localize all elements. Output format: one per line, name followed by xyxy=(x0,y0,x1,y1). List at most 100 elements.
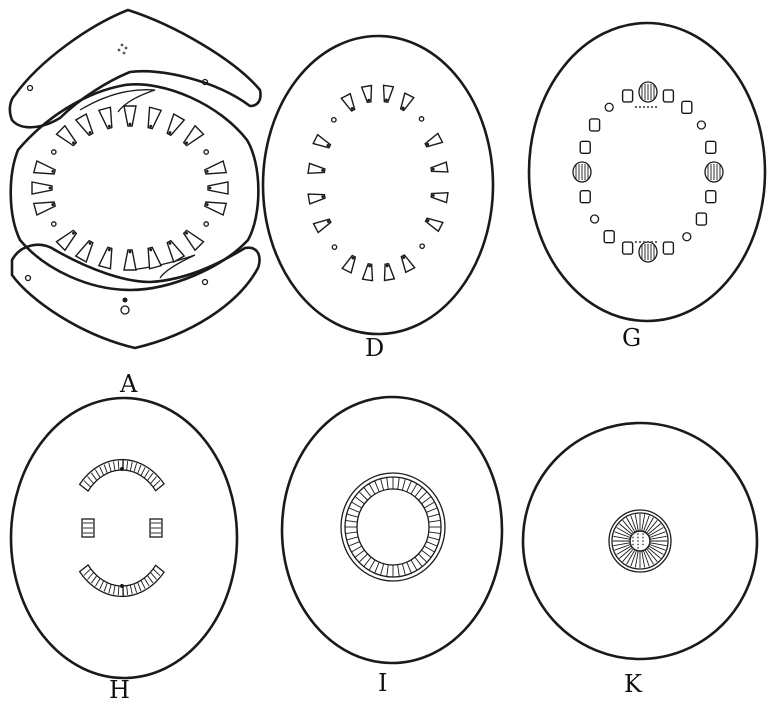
xylem-dot xyxy=(89,131,92,134)
stipple-dot xyxy=(643,106,645,108)
panel-g-vascular-ring xyxy=(573,82,723,262)
small-bundle xyxy=(204,150,208,154)
xylem-dot xyxy=(352,257,355,260)
small-bundle xyxy=(204,222,208,226)
small-bundle xyxy=(420,244,424,248)
stipple-dot xyxy=(632,544,634,546)
panel-a-dot xyxy=(118,49,121,52)
panel-d-outline xyxy=(263,36,493,334)
small-bundle xyxy=(419,117,423,121)
xylem-dot xyxy=(129,123,132,126)
stipple-dot xyxy=(642,537,644,539)
panel-d: D xyxy=(263,36,493,362)
panel-a-dot xyxy=(125,47,128,50)
panel-h: H xyxy=(11,398,237,703)
vascular-bundle xyxy=(590,119,600,131)
small-bundle xyxy=(52,150,56,154)
xylem-dot xyxy=(72,232,75,235)
stipple-dot xyxy=(632,540,634,542)
stipple-dot xyxy=(639,106,641,108)
panel-d-label: D xyxy=(365,334,384,362)
xylem-dot xyxy=(368,265,371,268)
stipple-dot xyxy=(642,544,644,546)
stipple-dot xyxy=(635,106,637,108)
panel-h-outline xyxy=(11,398,237,678)
stipple-dot xyxy=(642,533,644,535)
xylem-dot xyxy=(432,168,435,171)
stipple-dot xyxy=(647,106,649,108)
panel-a-label: A xyxy=(119,370,138,398)
xylem-dot xyxy=(426,143,429,146)
stipple-dot xyxy=(637,537,639,539)
vascular-bundle xyxy=(663,242,673,254)
vascular-bundle xyxy=(123,460,164,491)
xylem-dot xyxy=(169,242,172,245)
xylem-dot xyxy=(209,187,212,190)
panel-i: I xyxy=(282,397,502,697)
xylem-dot xyxy=(327,144,330,147)
stipple-dot xyxy=(637,533,639,535)
panel-a-dot xyxy=(203,280,208,285)
vascular-bundle xyxy=(80,565,124,596)
xylem-dot xyxy=(89,242,92,245)
stipple-dot xyxy=(651,241,653,243)
panel-a-dot xyxy=(123,52,126,55)
stipple-dot xyxy=(632,537,634,539)
vascular-bundle xyxy=(682,101,692,113)
stipple-dot xyxy=(651,106,653,108)
vascular-bundle xyxy=(80,460,124,491)
xylem-dot xyxy=(427,219,430,222)
xylem-dot xyxy=(149,125,152,128)
stipple-dot xyxy=(647,241,649,243)
panel-g-outline xyxy=(529,23,765,321)
stipple-dot xyxy=(655,106,657,108)
xylem-dot xyxy=(129,251,132,254)
xylem-dot xyxy=(108,125,111,128)
vascular-bundle xyxy=(623,90,633,102)
xylem-dot xyxy=(206,203,209,206)
panel-a: A xyxy=(10,10,261,398)
xylem-dot xyxy=(327,220,330,223)
stipple-dot xyxy=(637,540,639,542)
xylem-dot xyxy=(51,203,54,206)
stipple-dot xyxy=(655,241,657,243)
stipple-dot xyxy=(637,544,639,546)
panel-i-vascular-ring xyxy=(341,473,445,581)
vascular-bundle xyxy=(123,565,164,596)
stipple-dot xyxy=(632,533,634,535)
xylem-dot xyxy=(169,131,172,134)
stipple-dot xyxy=(643,241,645,243)
panel-a-dot xyxy=(121,306,129,314)
stipple-dot xyxy=(635,241,637,243)
panel-a-dot xyxy=(28,86,33,91)
xylem-dot xyxy=(72,141,75,144)
panel-h-label: H xyxy=(109,676,130,703)
xylem-dot xyxy=(185,141,188,144)
xylem-dot xyxy=(321,169,324,172)
stipple-dot xyxy=(639,241,641,243)
small-bundle xyxy=(332,245,336,249)
panel-d-vascular-ring xyxy=(308,85,448,280)
xylem-dot xyxy=(49,187,52,190)
small-bundle xyxy=(52,222,56,226)
vascular-bundle xyxy=(623,242,633,254)
small-bundle xyxy=(683,233,691,241)
panel-a-dot xyxy=(26,276,31,281)
xylem-dot xyxy=(386,264,389,267)
panel-a-dot xyxy=(121,44,124,47)
panel-a-bottom-crescent xyxy=(12,245,259,348)
stipple-dot xyxy=(642,540,644,542)
xylem-dot xyxy=(149,248,152,251)
xylem-dot xyxy=(385,99,388,102)
xylem-dot xyxy=(402,256,405,259)
xylem-dot xyxy=(432,194,435,197)
panel-a-dot xyxy=(123,298,128,303)
panel-a-vascular-ring xyxy=(32,106,228,270)
stipple-dot xyxy=(632,547,634,549)
pith xyxy=(357,489,429,565)
xylem-dot xyxy=(108,248,111,251)
vascular-bundle xyxy=(706,191,716,203)
vascular-bundle xyxy=(696,213,706,225)
small-bundle xyxy=(591,215,599,223)
